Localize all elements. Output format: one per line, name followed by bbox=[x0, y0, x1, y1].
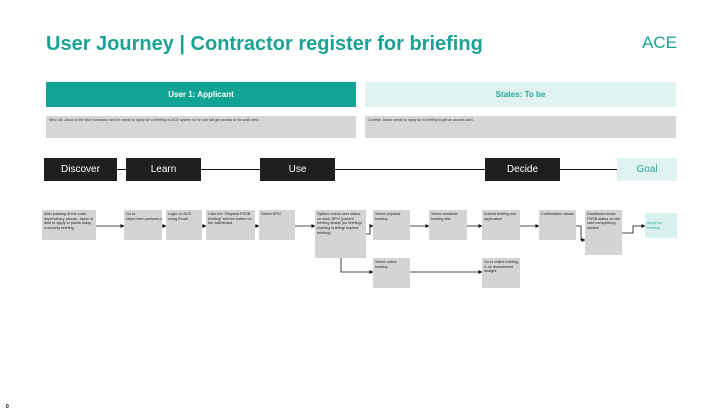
page-title: User Journey | Contractor register for b… bbox=[46, 33, 483, 55]
context-box: Context: Jason needs to apply for a brie… bbox=[365, 116, 676, 138]
step-box: Login on ACE using Email bbox=[166, 210, 202, 240]
step-box: After passing at the code dependency res… bbox=[42, 210, 96, 240]
user-header: User 1: Applicant bbox=[46, 82, 356, 107]
step-box: Submit briefing slot application bbox=[482, 210, 520, 240]
step-box: Select physical briefing bbox=[373, 210, 410, 240]
step-connector bbox=[576, 225, 586, 242]
ace-logo: ACE bbox=[642, 33, 677, 52]
step-connector bbox=[622, 224, 646, 234]
states-header: States: To be bbox=[365, 82, 676, 107]
stage-goal: Goal bbox=[617, 158, 677, 181]
step-connector bbox=[340, 258, 374, 274]
step-connector bbox=[366, 224, 374, 235]
stage-decide: Decide bbox=[485, 158, 560, 181]
stage-learn: Learn bbox=[126, 158, 201, 181]
step-box: Dashboard show PSSB status on the card c… bbox=[585, 210, 622, 255]
step-box: Go to https://acm.persons.com bbox=[124, 210, 162, 240]
step-box: Select available briefing slot bbox=[429, 210, 467, 240]
step-box: Confirmation status bbox=[539, 210, 576, 240]
step-box: Click the "Request PSSB briefing" servic… bbox=[206, 210, 255, 240]
step-box: Select online briefing bbox=[373, 258, 410, 288]
goal-step-box: Apply for briefing bbox=[645, 213, 677, 238]
stage-discover: Discover bbox=[44, 158, 117, 181]
page-marker: 0 bbox=[6, 404, 9, 410]
step-box: Select DPU bbox=[259, 210, 295, 240]
stage-use: Use bbox=[260, 158, 335, 181]
who-context-box: Who: Mr. Jason is the blue contractor an… bbox=[46, 116, 356, 138]
step-box: System check user status on each DPU (cu… bbox=[315, 210, 366, 258]
step-box: Go to online briefing & do assessment st… bbox=[482, 258, 520, 288]
